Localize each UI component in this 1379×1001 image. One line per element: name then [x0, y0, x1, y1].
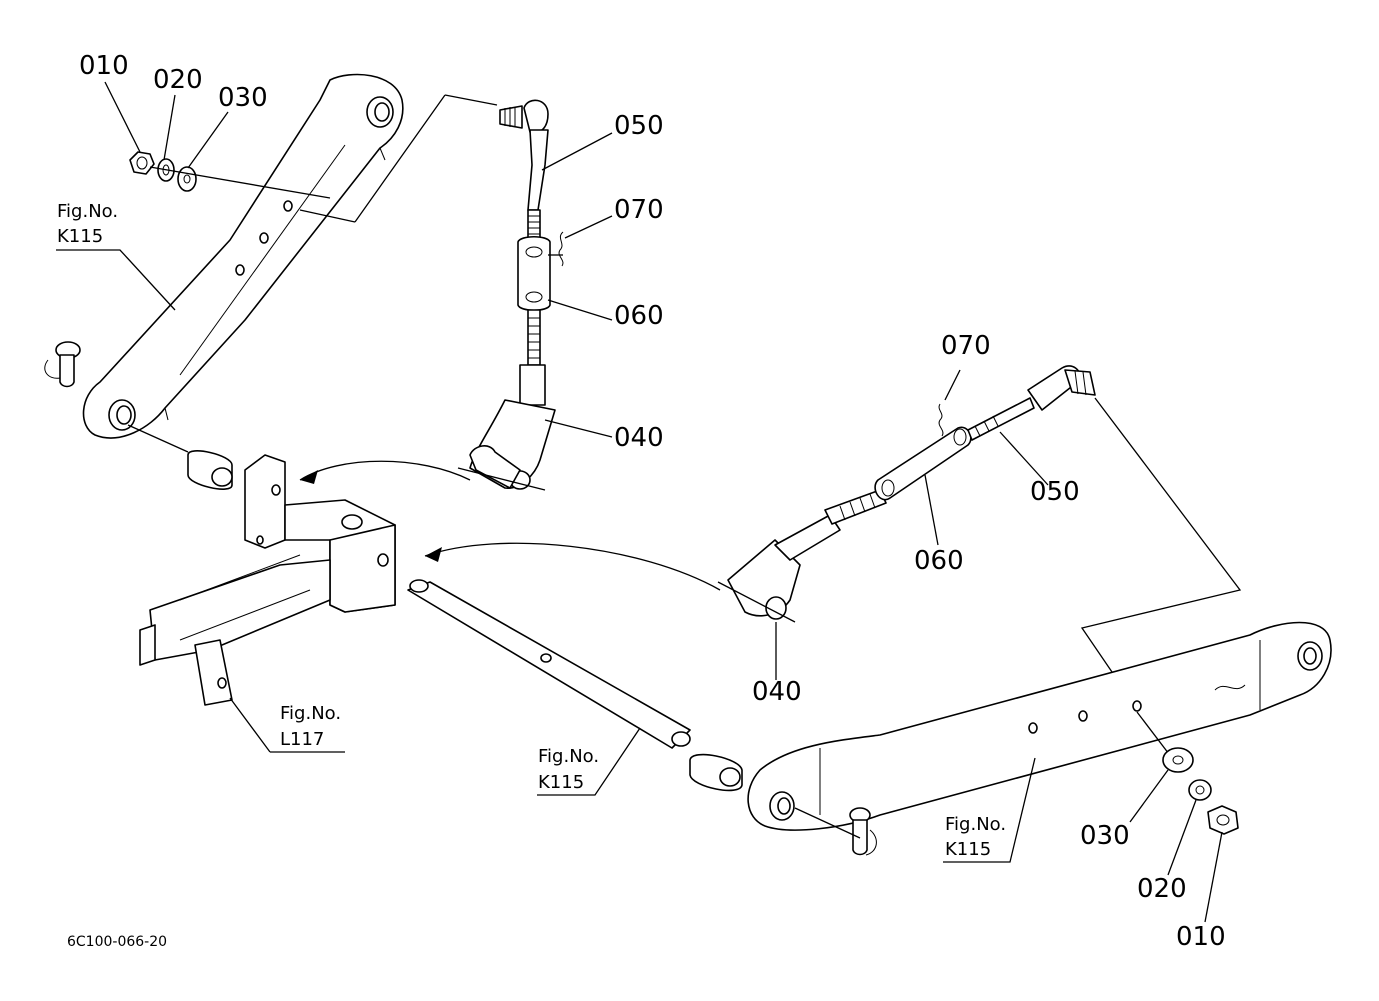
callout-left-030: 030	[218, 83, 268, 113]
fig-ref-label: Fig.No.	[280, 703, 341, 724]
right-hex-nut[interactable]	[1207, 805, 1239, 835]
fig-ref-arm-left[interactable]: Fig.No. K115	[57, 201, 118, 247]
left-clip-pin[interactable]	[548, 231, 564, 267]
right-flat-washer[interactable]	[1162, 747, 1194, 773]
callout-right-040: 040	[752, 677, 802, 707]
callout-left-040: 040	[614, 423, 664, 453]
fig-ref-number: K115	[945, 839, 991, 860]
callout-right-010: 010	[1176, 922, 1226, 952]
fig-ref-number: K115	[57, 226, 103, 247]
fig-ref-label: Fig.No.	[538, 746, 599, 767]
left-flat-washer[interactable]	[177, 166, 197, 192]
left-hex-nut[interactable]	[129, 151, 155, 175]
cross-shaft[interactable]	[407, 579, 691, 749]
right-turnbuckle[interactable]	[874, 426, 972, 501]
callout-right-060: 060	[914, 546, 964, 576]
lift-frame[interactable]	[139, 454, 396, 706]
callout-right-050: 050	[1030, 477, 1080, 507]
leader-lines	[56, 81, 1223, 923]
left-turnbuckle[interactable]	[517, 235, 551, 312]
callout-left-010: 010	[79, 51, 129, 81]
left-lift-rod-upper[interactable]	[499, 99, 549, 239]
callout-left-060: 060	[614, 301, 664, 331]
left-lift-rod-lower[interactable]	[469, 309, 556, 490]
fig-ref-label: Fig.No.	[57, 201, 118, 222]
fig-ref-label: Fig.No.	[945, 814, 1006, 835]
right-lift-rod-upper[interactable]	[967, 365, 1096, 441]
callout-right-030: 030	[1080, 821, 1130, 851]
right-clip-pin[interactable]	[938, 403, 944, 437]
callout-left-020: 020	[153, 65, 203, 95]
callout-left-070: 070	[614, 195, 664, 225]
fig-ref-number: L117	[280, 729, 324, 750]
left-pin[interactable]	[44, 341, 81, 388]
fig-ref-number: K115	[538, 772, 584, 793]
callout-right-020: 020	[1137, 874, 1187, 904]
left-bushing[interactable]	[187, 450, 233, 490]
right-lower-link-arm[interactable]	[747, 621, 1332, 831]
left-lower-link-arm[interactable]	[82, 73, 404, 439]
right-pin[interactable]	[849, 807, 877, 856]
drawing-code: 6C100-066-20	[67, 934, 167, 950]
right-bushing[interactable]	[689, 753, 743, 792]
fig-ref-frame[interactable]: Fig.No. L117	[280, 703, 341, 750]
callout-right-070: 070	[941, 331, 991, 361]
right-spring-washer[interactable]	[1188, 779, 1212, 801]
fig-ref-arm-right[interactable]: Fig.No. K115	[945, 814, 1006, 860]
fig-ref-shaft[interactable]: Fig.No. K115	[538, 746, 599, 793]
callout-left-050: 050	[614, 111, 664, 141]
